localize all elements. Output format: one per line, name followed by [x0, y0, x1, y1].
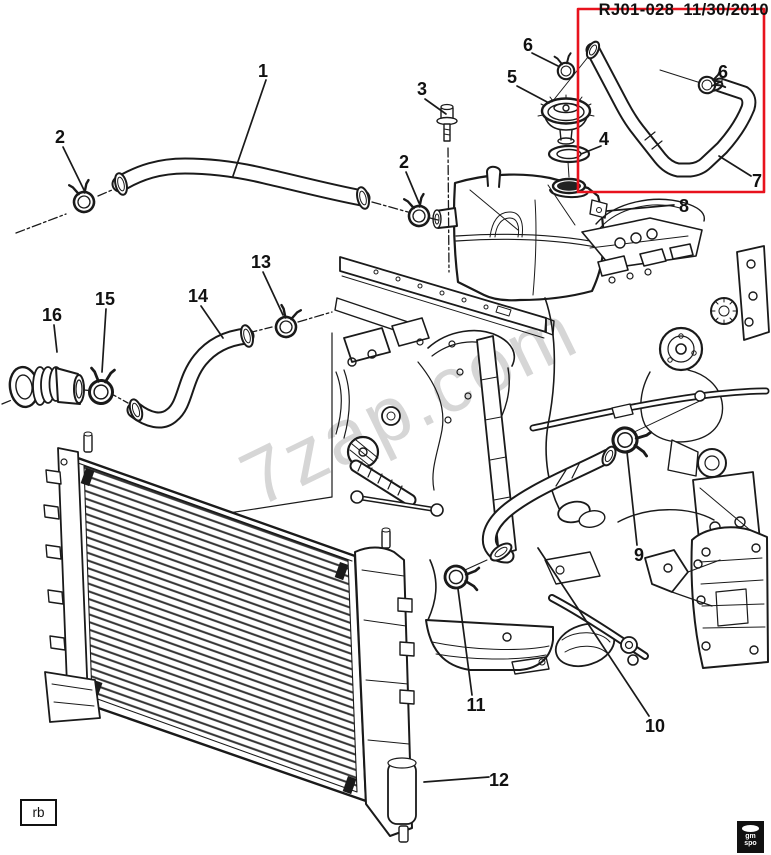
callout-2[interactable]: 2	[54, 127, 66, 147]
callout-4[interactable]: 4	[598, 129, 610, 149]
engine-right	[529, 198, 770, 669]
callout-3[interactable]: 3	[416, 79, 428, 99]
callout-2[interactable]: 2	[398, 152, 410, 172]
thermostat-outlet	[8, 365, 85, 409]
callout-leader-lines	[53, 52, 752, 783]
callout-14[interactable]: 14	[187, 286, 209, 306]
callout-11[interactable]: 11	[466, 695, 486, 715]
clamp-6-left	[553, 52, 577, 82]
radiator	[43, 431, 417, 843]
clamp-9	[609, 424, 653, 458]
gm-logo-text-top: gm	[745, 833, 756, 840]
callout-1[interactable]: 1	[257, 61, 269, 81]
callout-10[interactable]: 10	[644, 716, 666, 736]
callout-15[interactable]: 15	[94, 289, 116, 309]
gm-logo-text-bottom: spo	[744, 840, 757, 847]
drawing-header: RJ01-028 11/30/2010	[599, 1, 769, 20]
callout-8[interactable]: 8	[678, 196, 690, 216]
clamp-2-left	[67, 178, 98, 216]
callout-12[interactable]: 12	[488, 770, 510, 790]
bolt-3	[436, 103, 458, 273]
callout-16[interactable]: 16	[41, 305, 63, 325]
drawing-code: RJ01-028	[598, 1, 675, 19]
clamp-15	[87, 366, 116, 406]
surge-tank-cap	[537, 94, 595, 178]
highlight-region-box	[576, 7, 766, 194]
clamp-13	[272, 303, 303, 341]
outlet-hose-group	[551, 40, 757, 178]
drawing-date: 11/30/2010	[683, 1, 769, 19]
gm-logo-oval	[742, 825, 759, 832]
clamp-11	[442, 563, 481, 592]
lower-engine-hose-group	[442, 397, 707, 592]
lower-hose-group	[1, 303, 333, 429]
surge-tank	[432, 165, 608, 302]
upper-hose-group	[15, 103, 458, 273]
radiator-left-bracket	[43, 431, 101, 723]
callout-6[interactable]: 6	[522, 35, 534, 55]
callout-6[interactable]: 6	[717, 62, 729, 82]
callout-7[interactable]: 7	[751, 171, 763, 191]
author-initials-box: rb	[20, 799, 57, 826]
radiator-right-tank	[354, 527, 417, 843]
author-initials: rb	[32, 805, 45, 820]
callout-9[interactable]: 9	[633, 545, 645, 565]
callout-13[interactable]: 13	[250, 252, 272, 272]
engine-center	[335, 317, 517, 621]
oil-pan	[425, 619, 554, 675]
callout-5[interactable]: 5	[506, 67, 518, 87]
